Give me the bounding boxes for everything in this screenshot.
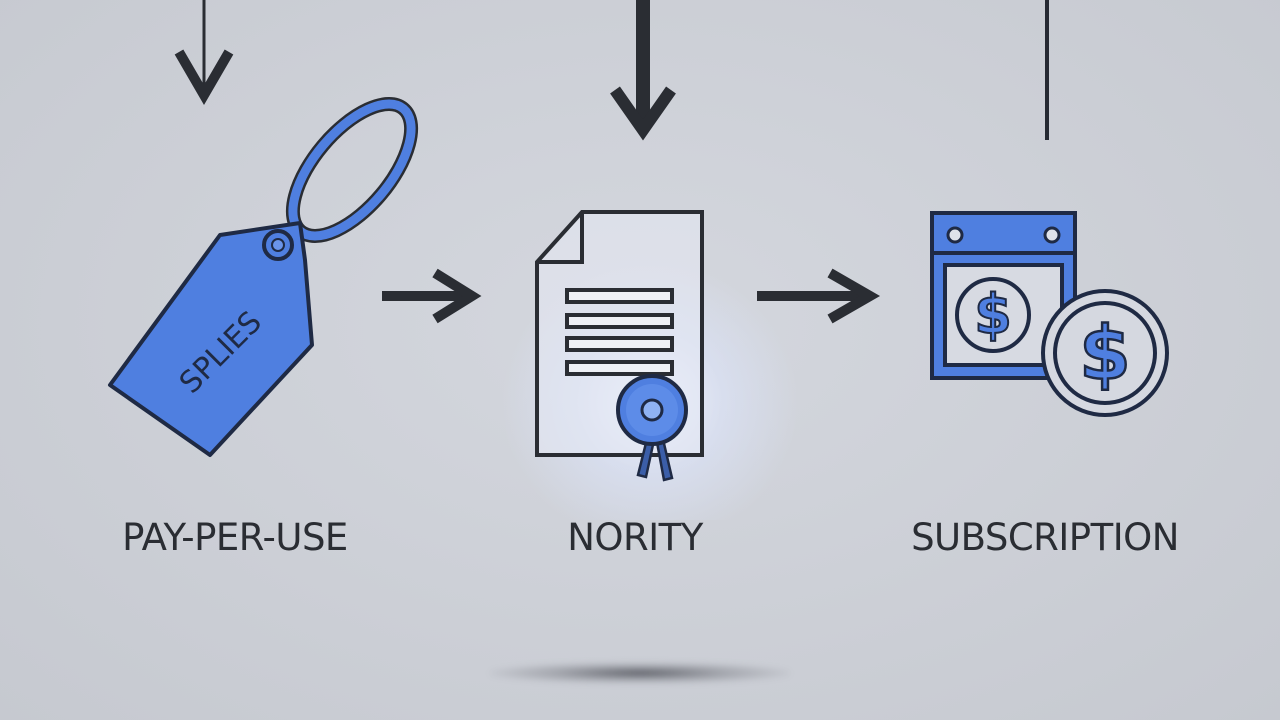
dollar-icon: $ (1079, 311, 1131, 397)
arrow-right-icon (382, 268, 482, 324)
vertical-line-icon (1045, 0, 1049, 140)
arrow-right-icon (757, 268, 881, 324)
arrow-down-icon (610, 0, 676, 141)
step-label: PAY-PER-USE (122, 516, 348, 559)
dollar-icon: $ (974, 283, 1012, 346)
step-label: NORITY (567, 516, 703, 559)
calendar-dollar-coin-icon: $ $ (930, 211, 1169, 417)
floor-shadow (490, 662, 790, 684)
step-label: SUBSCRIPTION (911, 516, 1179, 559)
arrow-down-icon (174, 0, 234, 105)
price-tag-icon: SPLIES (108, 97, 419, 457)
certificate-document-icon (535, 210, 704, 482)
